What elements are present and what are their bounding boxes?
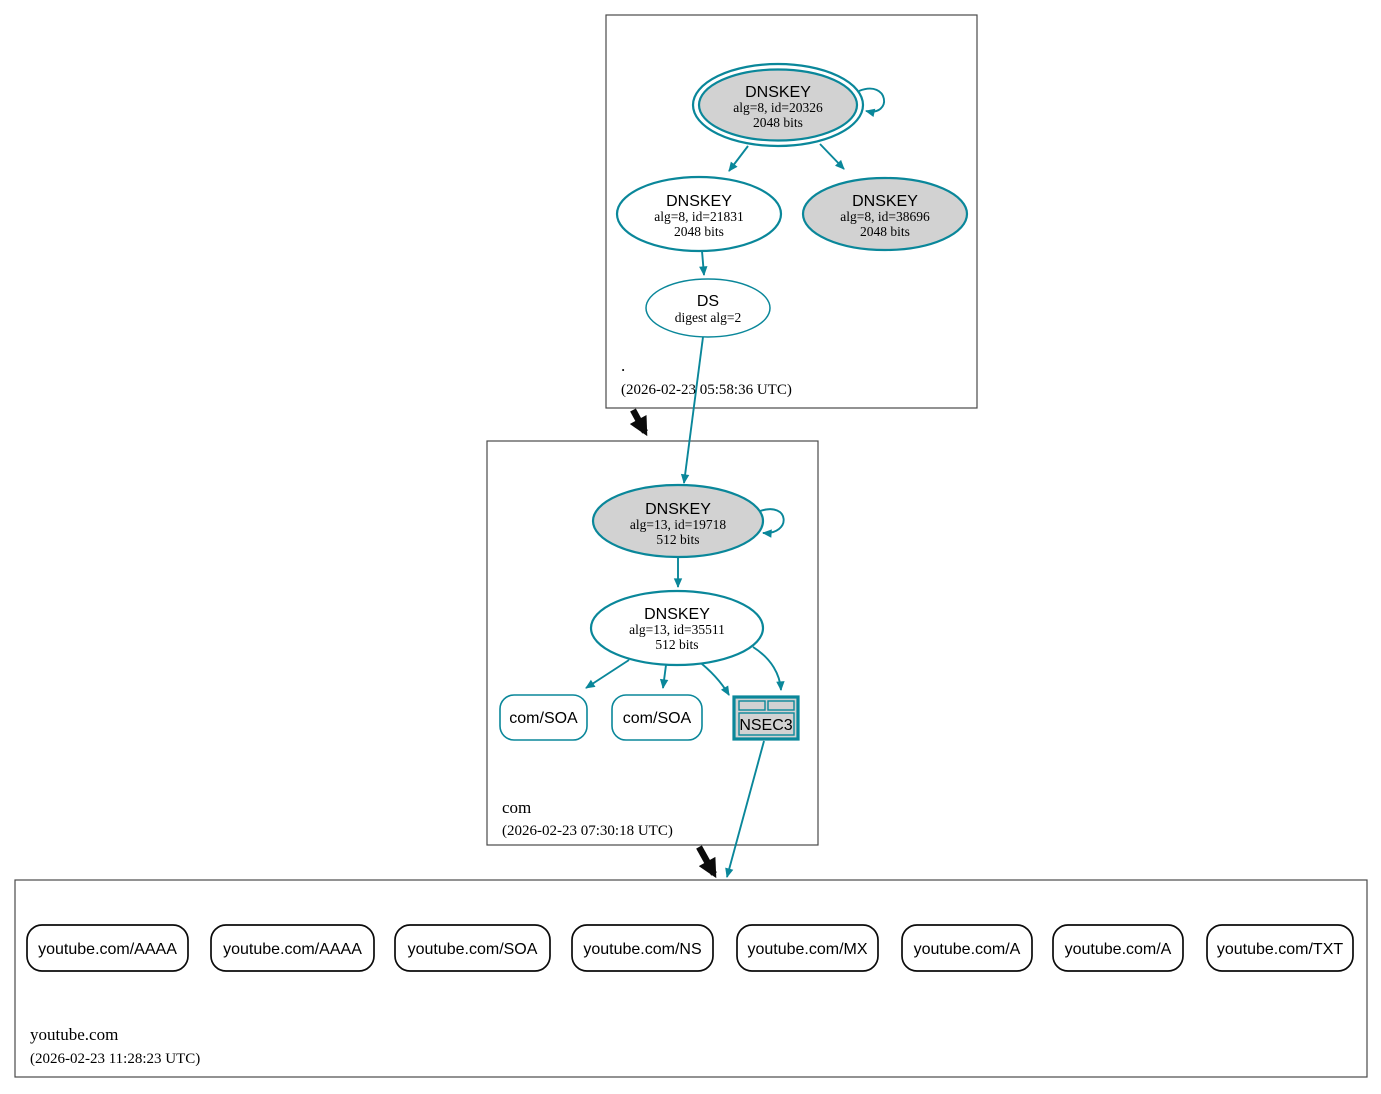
node-label: NSEC3 <box>739 717 792 734</box>
node-detail: 512 bits <box>655 637 698 652</box>
node-title: DS <box>697 293 719 310</box>
node-com-zsk-35511[interactable]: DNSKEY alg=13, id=35511 512 bits <box>589 589 765 667</box>
node-com-soa-2[interactable]: com/SOA <box>611 694 703 741</box>
delegation-arrow-root-to-com <box>629 408 648 437</box>
node-detail: digest alg=2 <box>675 310 741 325</box>
zone-box-root <box>605 14 978 409</box>
node-com-ksk-19718[interactable]: DNSKEY alg=13, id=19718 512 bits <box>591 483 765 559</box>
zone-label-root: . <box>621 356 625 375</box>
node-label: youtube.com/SOA <box>408 941 538 958</box>
node-title: DNSKEY <box>645 501 711 518</box>
node-label: com/SOA <box>509 710 578 727</box>
edge-ds-to-com-ksk <box>680 336 704 484</box>
node-detail: alg=8, id=21831 <box>654 209 743 224</box>
node-title: DNSKEY <box>745 84 811 101</box>
zone-timestamp-com: (2026-02-23 07:30:18 UTC) <box>502 823 673 839</box>
node-root-zsk-21831[interactable]: DNSKEY alg=8, id=21831 2048 bits <box>615 175 783 253</box>
node-label: youtube.com/AAAA <box>223 941 362 958</box>
node-detail: alg=8, id=38696 <box>840 209 930 224</box>
node-label: youtube.com/A <box>914 941 1021 958</box>
node-label: youtube.com/NS <box>583 941 701 958</box>
node-detail: 2048 bits <box>860 224 910 239</box>
zone-box-youtube <box>14 879 1368 1078</box>
node-title: DNSKEY <box>644 606 710 623</box>
zone-label-com: com <box>502 798 531 817</box>
node-detail: alg=13, id=19718 <box>630 517 726 532</box>
node-youtube-txt[interactable]: youtube.com/TXT <box>1206 924 1354 972</box>
node-youtube-a-1[interactable]: youtube.com/A <box>901 924 1033 972</box>
node-youtube-ns[interactable]: youtube.com/NS <box>571 924 714 972</box>
node-label: youtube.com/TXT <box>1217 941 1344 958</box>
node-detail: 2048 bits <box>674 224 724 239</box>
zone-label-youtube: youtube.com <box>30 1025 118 1044</box>
node-root-ksk-38696[interactable]: DNSKEY alg=8, id=38696 2048 bits <box>801 176 969 252</box>
zone-timestamp-youtube: (2026-02-23 11:28:23 UTC) <box>30 1051 200 1067</box>
edge-com-zsk-to-nsec3-top <box>752 646 785 691</box>
edge-com-zsk-to-soa2 <box>659 664 669 689</box>
edge-root-ksk-to-zsk <box>728 145 749 172</box>
zone-box-com <box>486 440 819 846</box>
node-detail: 2048 bits <box>753 115 803 130</box>
node-youtube-aaaa-2[interactable]: youtube.com/AAAA <box>210 924 375 972</box>
edge-com-ksk-selfloop <box>759 508 785 538</box>
edge-com-zsk-to-soa1 <box>585 659 630 689</box>
edge-root-ksk-selfloop <box>858 87 885 117</box>
node-title: DNSKEY <box>852 193 918 210</box>
edge-root-zsk-to-ds <box>699 250 708 276</box>
zone-timestamp-root: (2026-02-23 05:58:36 UTC) <box>621 382 792 398</box>
node-label: youtube.com/MX <box>747 941 867 958</box>
edge-com-zsk-to-nsec3-left <box>696 659 730 696</box>
node-label: youtube.com/AAAA <box>38 941 177 958</box>
node-root-ksk-20326[interactable]: DNSKEY alg=8, id=20326 2048 bits <box>691 62 865 148</box>
node-youtube-a-2[interactable]: youtube.com/A <box>1052 924 1184 972</box>
edge-nsec3-to-youtube <box>725 740 765 878</box>
node-label: youtube.com/A <box>1065 941 1172 958</box>
edge-root-ksk-to-ksk2 <box>819 143 845 170</box>
node-title: DNSKEY <box>666 193 732 210</box>
node-youtube-aaaa-1[interactable]: youtube.com/AAAA <box>26 924 189 972</box>
node-label: com/SOA <box>623 710 692 727</box>
node-com-nsec3[interactable]: NSEC3 <box>732 695 800 741</box>
node-youtube-soa[interactable]: youtube.com/SOA <box>394 924 551 972</box>
node-youtube-mx[interactable]: youtube.com/MX <box>736 924 879 972</box>
node-root-ds[interactable]: DS digest alg=2 <box>645 278 771 338</box>
node-detail: 512 bits <box>656 532 699 547</box>
node-detail: alg=8, id=20326 <box>733 100 823 115</box>
node-com-soa-1[interactable]: com/SOA <box>499 694 588 741</box>
node-detail: alg=13, id=35511 <box>629 622 725 637</box>
delegation-arrow-com-to-youtube <box>696 845 717 879</box>
